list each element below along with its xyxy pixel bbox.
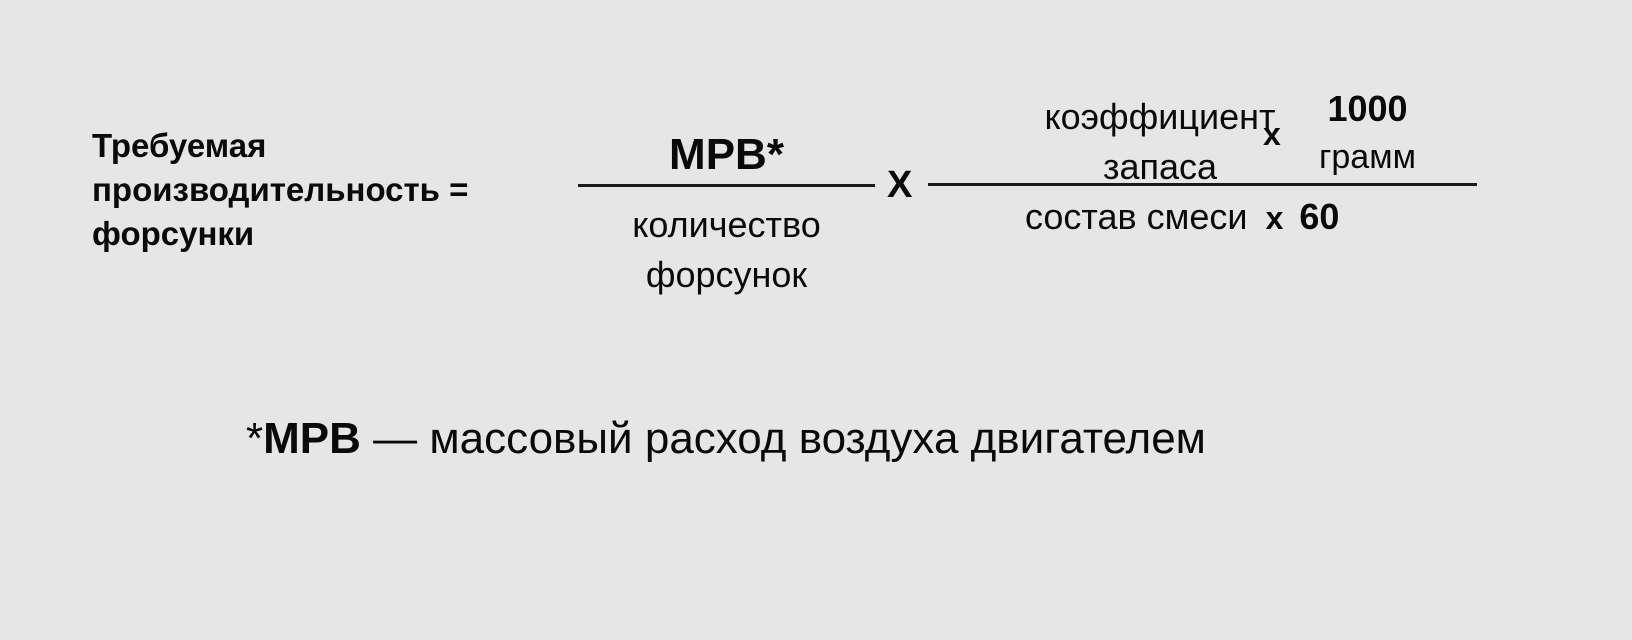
footnote-marker: * [246, 414, 264, 463]
fraction2-line [928, 183, 1477, 186]
mixture-composition: состав смеси [1025, 196, 1248, 237]
fraction1-denominator: количество форсунок [578, 200, 875, 300]
footnote-text: — массовый расход воздуха двигателем [360, 414, 1206, 463]
lhs-line-3: форсунки [92, 215, 255, 252]
coefficient-line-2: запаса [1102, 146, 1218, 187]
formula-lhs: Требуемая производительность = форсунки [92, 124, 468, 256]
fraction1-denominator-line-2: форсунок [645, 254, 808, 295]
lhs-line-2: производительность = [92, 171, 469, 208]
lhs-line-1: Требуемая [92, 127, 267, 164]
fraction1-numerator: МРВ* [669, 130, 784, 179]
grams-unit: грамм [1319, 138, 1416, 176]
denominator-operator: x [1265, 200, 1284, 236]
multiply-operator: X [887, 164, 913, 206]
fraction1-denominator-line-1: количество [632, 204, 821, 245]
fraction2-denominator: состав смеси x 60 [1025, 196, 1339, 238]
coefficient-line-1: коэффициент [1044, 96, 1276, 137]
footnote-abbr: МРВ [263, 414, 361, 463]
grams-value: 1000 [1327, 88, 1408, 129]
fraction2-numerator-term1: коэффициент запаса [1020, 92, 1300, 192]
footnote: *МРВ — массовый расход воздуха двигателе… [246, 414, 1206, 464]
fraction2-numerator-operator: x [1263, 116, 1281, 152]
fraction1-line [578, 184, 875, 187]
minutes-factor: 60 [1299, 196, 1340, 237]
